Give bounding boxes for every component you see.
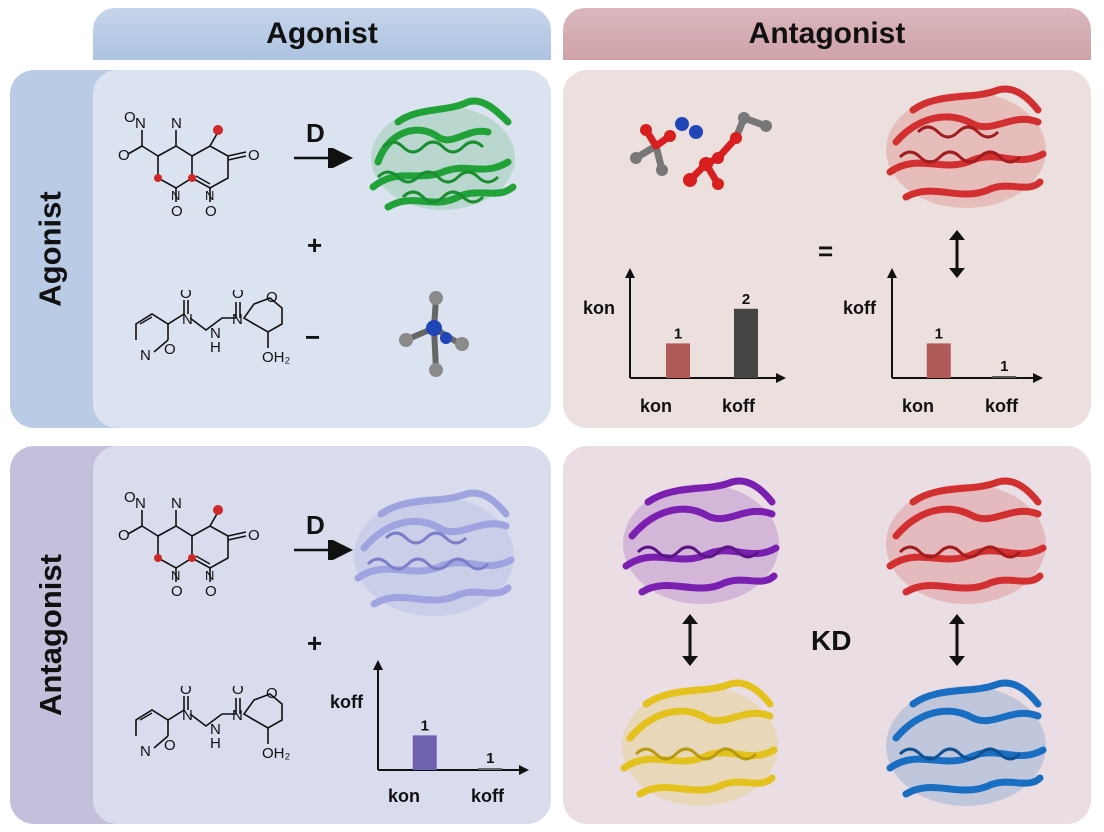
protein-yellow [620, 679, 778, 806]
chart1-xtick-koff: koff [722, 396, 755, 416]
column-header-antagonist: Antagonist [563, 8, 1091, 60]
small-ligand-molecule [399, 291, 469, 377]
protein-red-bottom [886, 477, 1047, 604]
hydrazine-pyridine-structure-bottom [135, 686, 292, 763]
chart1-ylabel: kon [583, 298, 616, 318]
chart-data-label: 2 [742, 291, 750, 308]
chart2-kon-koff: 11 [887, 268, 1043, 383]
chart2-xtick-koff: koff [985, 396, 1018, 416]
chart3-xtick-kon: kon [388, 786, 421, 806]
chart-data-label: 1 [674, 325, 682, 342]
column-header-antagonist-label: Antagonist [748, 17, 906, 50]
hydrazine-pyridine-structure [135, 290, 292, 367]
protein-blue [886, 679, 1047, 806]
double-arrow-top-right [949, 230, 965, 278]
delta-symbol-bottom: D [306, 510, 325, 540]
antagonist-protein-red-top [886, 85, 1047, 208]
double-arrow-red-blue [949, 614, 965, 666]
double-arrow-purple-yellow [682, 614, 698, 666]
row-label-agonist-text: Agonist [33, 191, 68, 307]
chart2-xtick-kon: kon [902, 396, 935, 416]
protein-purple [622, 477, 780, 604]
row-label-agonist: Agonist [10, 70, 92, 428]
chart-y-arrowhead [373, 660, 383, 670]
chart-data-label: 1 [1000, 358, 1008, 375]
chart-x-arrowhead [519, 765, 529, 775]
chart-x-arrowhead [776, 373, 786, 383]
plus-sign-top: + [307, 230, 323, 260]
kd-label: KD [811, 625, 852, 656]
row-label-antagonist-text: Antagonist [33, 554, 68, 716]
minus-sign: − [305, 322, 321, 352]
column-header-agonist: Agonist [93, 8, 551, 60]
column-header-agonist-label: Agonist [266, 17, 378, 50]
chart1-xtick-kon: kon [640, 396, 673, 416]
chart-bar-koff [734, 308, 758, 378]
agonist-protein-green [369, 97, 517, 211]
chart-data-label: 1 [486, 750, 494, 767]
chart1-kon-koff: 12 [625, 268, 786, 383]
panel-antagonist-agonist [93, 446, 551, 824]
chart-y-arrowhead [625, 268, 635, 278]
chart-data-label: 1 [421, 717, 429, 734]
nitro-heterocycle-structure-bottom [118, 488, 261, 600]
chart-bar-koff [992, 376, 1017, 378]
chart3-xtick-koff: koff [471, 786, 504, 806]
chart-bar-koff [478, 768, 503, 770]
antagonist-protein-lavender [354, 489, 515, 616]
chart-bar-kon [926, 343, 951, 378]
chart3-kon-koff: 11 [373, 660, 529, 775]
chart3-ylabel: koff [330, 692, 363, 712]
reaction-arrow-top [294, 148, 353, 168]
chart-x-arrowhead [1033, 373, 1043, 383]
equals-sign: = [818, 236, 834, 266]
chart-y-arrowhead [887, 268, 897, 278]
chart-bar-kon [412, 735, 437, 770]
antagonist-ligand-molecule [630, 112, 772, 190]
chart-data-label: 1 [935, 325, 943, 342]
delta-symbol-top: D [306, 118, 325, 148]
reaction-arrow-bottom [294, 540, 353, 560]
chart2-ylabel: koff [843, 298, 876, 318]
nitro-heterocycle-structure [118, 108, 261, 220]
row-label-antagonist: Antagonist [10, 446, 92, 824]
chart-bar-kon [666, 343, 690, 378]
plus-sign-bottom: + [307, 628, 323, 658]
